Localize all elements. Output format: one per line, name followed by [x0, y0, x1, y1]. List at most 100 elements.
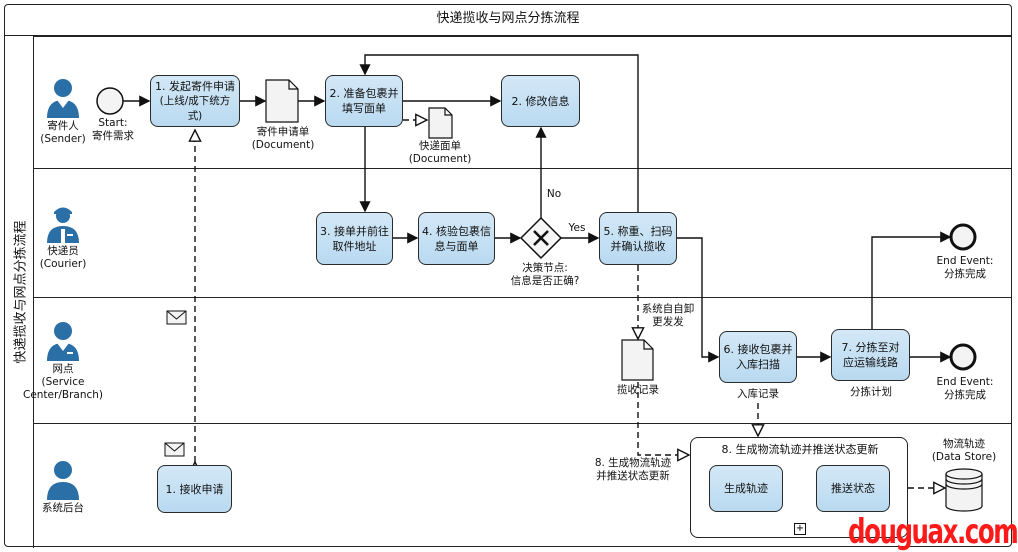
label-line: End Event: — [936, 255, 994, 267]
actor-name: 寄件人 — [47, 120, 79, 132]
task-label: 生成轨迹 — [724, 482, 768, 495]
task-label: 4. 核验包裹信 — [422, 224, 491, 238]
subprocess-title: 8. 生成物流轨迹并推送状态更新 — [721, 443, 879, 456]
task-label: 并确认揽收 — [610, 239, 666, 253]
task-label: (上线/成下统方式) — [159, 94, 231, 122]
document-icon — [621, 339, 654, 381]
expand-icon[interactable]: + — [794, 523, 806, 535]
label-line: (Document) — [408, 153, 472, 165]
pool-frame — [4, 4, 1012, 547]
actor-name-en: (Courier) — [39, 258, 87, 270]
actor-name-en: (Sender) — [40, 133, 86, 145]
actor-sender: 寄件人 (Sender) — [18, 78, 108, 146]
task-label: 2. 准备包裹并 — [329, 87, 399, 100]
data-store-label: 物流轨迹(Data Store) — [932, 438, 996, 464]
lane-courier — [34, 168, 1012, 297]
task-label: 入库扫描 — [736, 358, 780, 371]
task-label: 3. 接单并前往 — [320, 224, 389, 238]
lane-branch — [34, 297, 1012, 423]
actor-name: 系统后台 — [42, 502, 84, 514]
task-label: 推送状态 — [831, 482, 875, 495]
person-icon — [47, 79, 79, 118]
label-line: 决策节点: — [522, 262, 568, 274]
task-label: 1. 发起寄件申请 — [155, 79, 235, 93]
flow-loop-back — [359, 54, 639, 212]
task-receive-request[interactable]: 1. 接收申请 — [157, 465, 232, 513]
end-event-2-label: End Event:分拣完成 — [937, 376, 994, 402]
pool-label: 快递揽收与网点分拣流程 — [4, 36, 34, 548]
gateway-no-label: No — [546, 188, 562, 200]
label-line: 分拣完成 — [943, 389, 986, 401]
gateway-yes-label: Yes — [568, 222, 586, 234]
end-event-2 — [949, 343, 977, 371]
label-line: End Event: — [936, 376, 994, 388]
actor-courier: 快递员 (Courier) — [18, 203, 108, 271]
inbound-record-label: 入库记录 — [737, 388, 779, 400]
start-event-label: Start:寄件需求 — [92, 117, 134, 143]
label-line: 快递面单 — [419, 140, 461, 152]
label-line: 寄件需求 — [92, 130, 134, 142]
document-icon — [265, 79, 299, 123]
task-label: 5. 称重、扫码 — [603, 224, 673, 238]
task-accept-order[interactable]: 3. 接单并前往取件地址 — [316, 212, 393, 265]
data-store-icon — [945, 468, 983, 512]
label-line: 8. 生成物流轨迹 — [594, 457, 672, 469]
task-generate-track[interactable]: 生成轨迹 — [709, 465, 783, 512]
task-weigh-scan[interactable]: 5. 称重、扫码并确认揽收 — [599, 212, 677, 265]
document-label-request: 寄件申请单(Document) — [252, 126, 315, 152]
label-line: 更发发 — [652, 316, 684, 328]
label-line: Start: — [98, 117, 128, 129]
end-event-1 — [949, 223, 977, 251]
label-line: (Data Store) — [931, 451, 997, 463]
task-push-status[interactable]: 推送状态 — [816, 465, 890, 512]
task-verify-package[interactable]: 4. 核验包裹信息与面单 — [418, 212, 495, 265]
end-event-1-label: End Event:分拣完成 — [937, 255, 994, 281]
task-sort-route[interactable]: 7. 分拣至对应运输线路 — [831, 329, 910, 381]
actor-name-en-2: Center/Branch) — [22, 389, 103, 401]
actor-system: 系统后台 — [18, 460, 108, 515]
document-icon — [428, 107, 453, 139]
auto-trigger-note: 系统自自卸更发发 — [642, 303, 695, 329]
task-label: 2. 修改信息 — [511, 94, 570, 108]
document-label-waybill: 快递面单(Document) — [409, 140, 472, 166]
flow-t7-end1 — [871, 231, 952, 329]
document-label-pickup-record: 揽收记录 — [617, 384, 659, 396]
label-line: 系统自自卸 — [641, 303, 695, 315]
start-event — [96, 87, 124, 115]
watermark: douguax.com — [848, 512, 1018, 552]
envelope-icon — [164, 442, 185, 457]
task-label: 息与面单 — [434, 239, 479, 253]
envelope-icon — [166, 310, 187, 325]
task-label: 7. 分拣至对 — [841, 341, 900, 354]
staff-icon — [47, 322, 79, 361]
flow-t5-t6 — [677, 237, 720, 363]
label-line: 并推送状态更新 — [596, 470, 670, 482]
task-receive-inbound[interactable]: 6. 接收包裹并入库扫描 — [719, 331, 797, 383]
actor-name: 网点 — [52, 363, 74, 375]
label-line: 物流轨迹 — [942, 438, 985, 450]
courier-icon — [47, 207, 79, 243]
sort-plan-label: 分拣计划 — [850, 386, 892, 398]
assoc-d3-sub — [637, 382, 689, 455]
person-icon — [47, 461, 79, 500]
task-prepare-package[interactable]: 2. 准备包裹并填写面单 — [325, 75, 403, 127]
subprocess-note: 8. 生成物流轨迹并推送状态更新 — [595, 457, 671, 483]
actor-branch: 网点 (Service Center/Branch) — [18, 321, 108, 402]
task-modify-info[interactable]: 2. 修改信息 — [501, 75, 580, 127]
task-label: 应运输线路 — [843, 356, 898, 369]
actor-name: 快递员 — [47, 245, 79, 257]
diagram-title: 快递揽收与网点分拣流程 — [4, 4, 1012, 36]
exclusive-gateway — [519, 216, 563, 260]
label-line: 信息是否正确? — [510, 275, 580, 287]
task-initiate-request[interactable]: 1. 发起寄件申请(上线/成下统方式) — [150, 75, 240, 127]
label-line: (Document) — [251, 139, 315, 151]
label-line: 寄件申请单 — [256, 126, 310, 138]
task-label: 填写面单 — [342, 102, 386, 115]
label-line: 分拣完成 — [943, 268, 986, 280]
actor-name-en: (Service — [41, 376, 85, 388]
task-label: 1. 接收申请 — [165, 482, 224, 496]
gateway-label: 决策节点:信息是否正确? — [511, 262, 580, 288]
task-label: 取件地址 — [332, 239, 377, 253]
